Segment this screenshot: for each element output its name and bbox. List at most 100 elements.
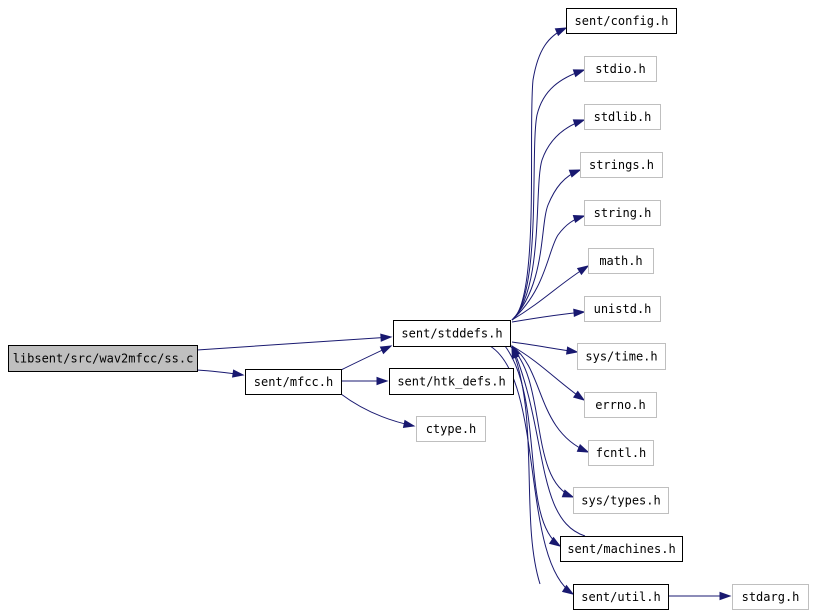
edge-stddefs-h-to-string-h [511,214,586,321]
node-math-h: math.h [588,248,654,274]
node-ctype-h: ctype.h [416,416,486,442]
edge-stddefs-h-to-stdlib-h [511,119,586,321]
edges-layer [196,27,732,601]
node-label: math.h [599,254,642,268]
arrowhead-icon [576,444,590,453]
edge-stddefs-h-to-machines-h [504,345,562,547]
node-systypes-h: sys/types.h [573,487,669,514]
node-label: stdarg.h [742,590,800,604]
edge-line [340,393,415,427]
edge-line [511,345,585,401]
node-config-h[interactable]: sent/config.h [566,8,677,34]
edge-line [511,347,541,585]
node-strings-h: strings.h [580,152,663,178]
edge-util-h-to-stddefs-h [511,346,541,585]
edge-ss-c-to-mfcc-h [196,369,245,378]
arrowhead-icon [554,27,568,37]
arrowhead-icon [573,308,586,318]
node-box [560,536,683,562]
node-fcntl-h: fcntl.h [588,440,654,466]
node-box [580,152,663,178]
edge-line [511,169,581,321]
edge-stddefs-h-to-strings-h [511,169,582,321]
node-box [588,440,654,466]
node-errno-h: errno.h [584,392,657,418]
node-systime-h: sys/time.h [577,343,666,370]
edge-ss-c-to-stddefs-h [196,333,393,351]
node-label: sent/stddefs.h [401,327,502,341]
arrowhead-icon [561,584,575,595]
edge-stddefs-h-to-systypes-h [509,345,575,498]
arrowhead-icon [719,591,732,601]
node-box [584,392,657,418]
arrowhead-icon [572,119,586,128]
edge-line [509,345,574,498]
node-htk-defs-h[interactable]: sent/htk_defs.h [389,368,514,395]
node-box [577,343,666,370]
node-box [584,56,657,82]
node-ss-c: libsent/src/wav2mfcc/ss.c [8,345,198,372]
node-label: sent/machines.h [567,542,675,556]
edge-line [511,69,585,321]
arrowhead-icon [576,265,590,276]
edge-mfcc-h-to-htk-defs-h [341,376,389,386]
edge-mfcc-h-to-stddefs-h [340,345,393,371]
node-mfcc-h[interactable]: sent/mfcc.h [245,369,342,395]
node-label: sent/util.h [581,590,660,604]
edge-stddefs-h-to-systime-h [511,341,579,355]
node-label: stdio.h [595,62,646,76]
node-stdio-h: stdio.h [584,56,657,82]
node-label: sent/mfcc.h [254,375,333,389]
edge-line [511,345,586,537]
node-label: string.h [594,206,652,220]
node-label: ctype.h [426,422,477,436]
edge-line [489,345,574,595]
node-util-h[interactable]: sent/util.h [573,584,669,610]
node-string-h: string.h [584,200,661,226]
edge-stddefs-h-to-fcntl-h [511,345,590,453]
node-unistd-h: unistd.h [584,296,661,322]
edge-line [196,336,392,351]
arrowhead-icon [572,69,586,78]
node-box [573,487,669,514]
arrowhead-icon [572,390,586,401]
edge-stddefs-h-to-stdio-h [511,69,586,321]
node-box [389,368,514,395]
node-box [584,200,661,226]
node-label: unistd.h [594,302,652,316]
node-stdlib-h: stdlib.h [584,104,661,130]
edge-stddefs-h-to-errno-h [511,345,586,401]
node-box [588,248,654,274]
node-stdarg-h: stdarg.h [732,584,809,610]
node-box [584,296,661,322]
edge-stddefs-h-to-math-h [511,265,590,321]
edge-stddefs-h-to-config-h [511,27,568,321]
edge-line [511,27,567,321]
node-box [393,320,511,347]
arrowhead-icon [376,376,389,386]
arrowhead-icon [380,333,393,342]
node-label: strings.h [589,158,654,172]
edge-mfcc-h-to-ctype-h [340,393,416,428]
node-label: sent/htk_defs.h [397,375,505,389]
node-label: sys/types.h [581,494,660,508]
node-box [8,345,198,372]
arrowhead-icon [511,346,520,360]
node-label: fcntl.h [596,446,647,460]
node-machines-h[interactable]: sent/machines.h [560,536,683,562]
node-box [584,104,661,130]
arrowhead-icon [548,536,562,547]
node-label: sys/time.h [585,350,657,364]
arrowhead-icon [402,419,416,428]
node-box [566,8,677,34]
edge-line [511,345,589,453]
edge-stddefs-h-to-util-h [489,345,575,595]
node-label: stdlib.h [594,110,652,124]
edge-line [511,215,585,321]
arrowhead-icon [568,169,582,178]
arrowhead-icon [232,369,245,378]
node-stddefs-h[interactable]: sent/stddefs.h [393,320,511,347]
arrowhead-icon [561,489,575,498]
arrowhead-icon [566,346,579,355]
